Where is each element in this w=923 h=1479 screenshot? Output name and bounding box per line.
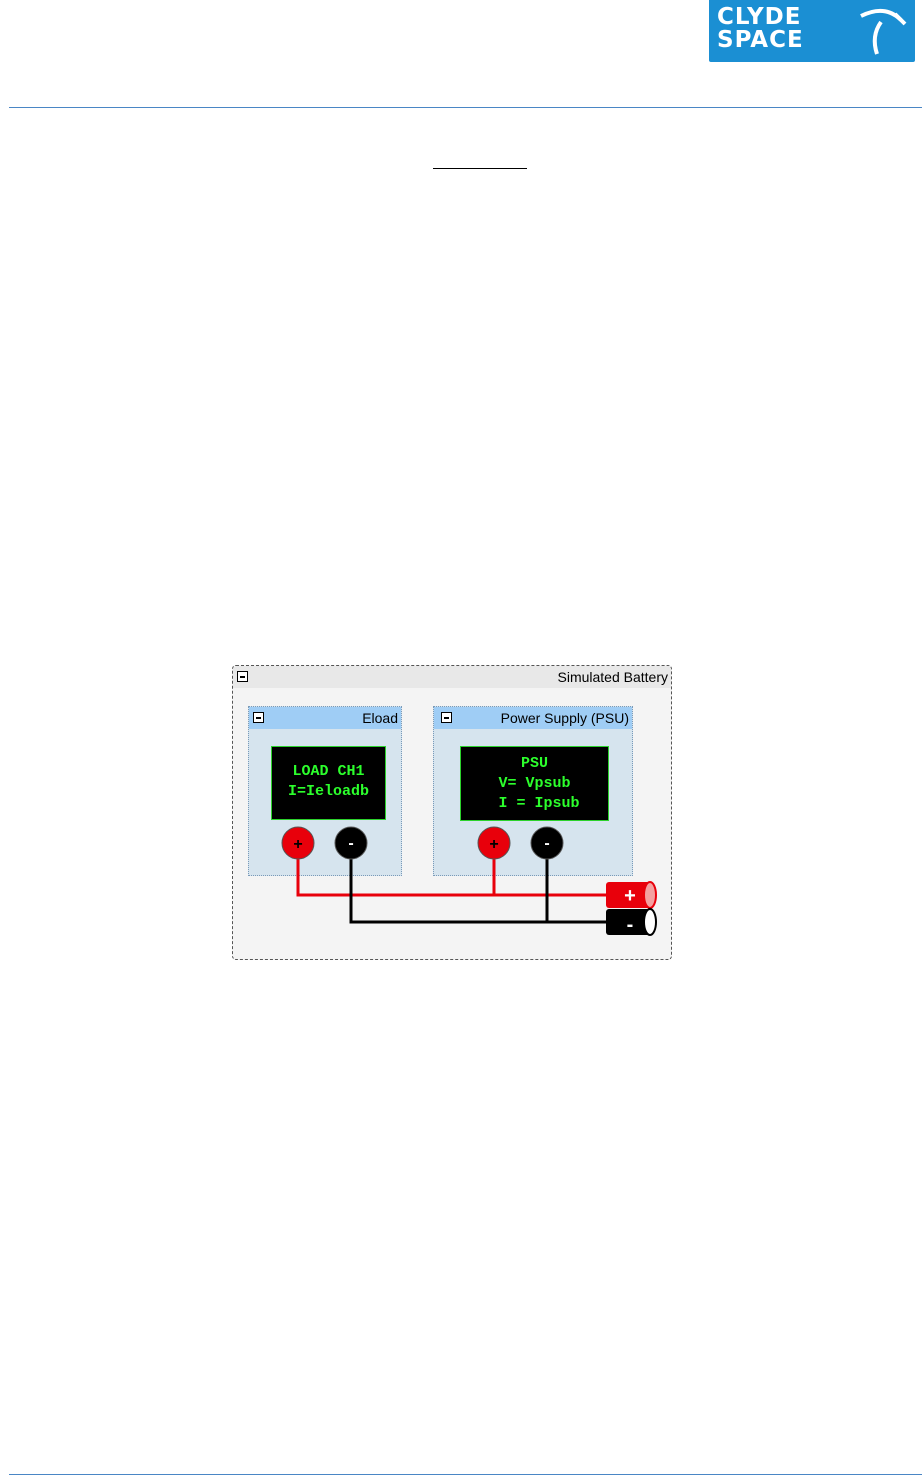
eload-positive-label: + (293, 836, 302, 853)
battery-positive-label: + (624, 885, 636, 907)
psu-display-line-3: I = Ipsub (489, 795, 580, 812)
orbit-icon (860, 8, 907, 55)
psu-panel: Power Supply (PSU) PSU V= Vpsub I = Ipsu… (433, 706, 633, 876)
psu-display: PSU V= Vpsub I = Ipsub (460, 746, 609, 821)
header-rule (9, 107, 922, 108)
battery-negative-label: - (627, 914, 634, 936)
footer-rule (9, 1474, 922, 1475)
eload-display-line-2: I=Ieloadb (287, 783, 369, 800)
eload-title: Eload (362, 710, 398, 726)
psu-title: Power Supply (PSU) (500, 710, 629, 726)
battery-positive-cylinder: + (606, 881, 657, 909)
logo-line-1: CLYDE (717, 4, 802, 30)
eload-positive-terminal[interactable]: + (281, 826, 315, 860)
psu-negative-label: - (544, 835, 549, 852)
eload-panel: Eload LOAD CH1 I=Ieloadb (248, 706, 402, 876)
positive-wire (296, 858, 612, 897)
logo-wordmark: CLYDE SPACE (717, 6, 804, 52)
psu-display-line-2: V= Vpsub (498, 775, 571, 792)
psu-positive-terminal[interactable]: + (477, 826, 511, 860)
psu-positive-label: + (489, 836, 498, 853)
eload-display-line-1: LOAD CH1 (292, 763, 365, 780)
collapse-psu-icon[interactable] (441, 712, 452, 723)
eload-panel-header: Eload (249, 707, 401, 729)
eload-negative-terminal[interactable]: - (334, 826, 368, 860)
battery-negative-cylinder: - (606, 908, 657, 936)
eload-display: LOAD CH1 I=Ieloadb (271, 746, 386, 820)
clyde-space-logo: CLYDE SPACE (709, 0, 915, 62)
heading-underline (433, 168, 527, 169)
collapse-eload-icon[interactable] (253, 712, 264, 723)
negative-wire (349, 858, 612, 924)
simulated-battery-title: Simulated Battery (557, 669, 669, 685)
psu-display-line-1: PSU (520, 755, 548, 772)
psu-negative-terminal[interactable]: - (530, 826, 564, 860)
eload-negative-label: - (348, 835, 353, 852)
collapse-simulated-battery-icon[interactable] (237, 671, 248, 682)
logo-line-2: SPACE (717, 27, 804, 53)
psu-panel-header: Power Supply (PSU) (434, 707, 632, 729)
simulated-battery-header: Simulated Battery (233, 666, 671, 688)
